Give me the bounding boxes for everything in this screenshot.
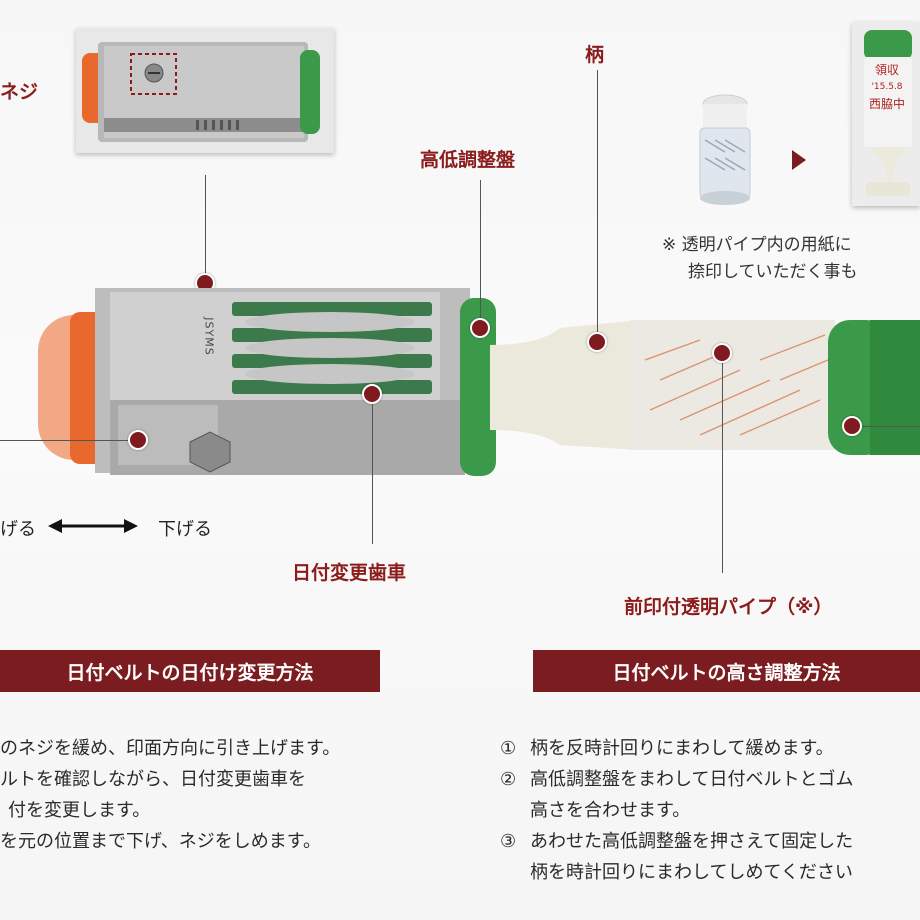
cap-marker xyxy=(842,416,862,436)
step-text: 高低調整盤をまわして日付ベルトとゴム xyxy=(530,769,854,790)
face-leader-line xyxy=(0,440,128,441)
stamp-impression: 領収 '15.5.8 西脇中 xyxy=(864,62,910,113)
height-adjust-title-banner: 日付ベルトの高さ調整方法 xyxy=(533,650,920,692)
date-change-steps: のネジを緩め、印面方向に引き上げます。 ルトを確認しながら、日付変更歯車を 付を… xyxy=(0,733,340,857)
step-text: あわせた高低調整盤を押さえて固定した xyxy=(530,831,854,852)
double-arrow-icon xyxy=(48,516,138,536)
date-change-step-1: のネジを緩め、印面方向に引き上げます。 xyxy=(0,738,341,759)
pipe-note: ※ 透明パイプ内の用紙に 捺印していただく事も xyxy=(662,232,858,286)
date-gear-label: 日付変更歯車 xyxy=(292,562,407,584)
date-change-step-2: ルトを確認しながら、日付変更歯車を xyxy=(0,769,306,790)
height-adjust-step-3: ③ あわせた高低調整盤を押さえて固定した xyxy=(500,826,853,857)
pipe-photo xyxy=(690,90,760,215)
stamp-photo xyxy=(852,22,920,206)
date-change-title-banner: 日付ベルトの日付け変更方法 xyxy=(0,650,380,692)
stamp-product-image: JSYMS xyxy=(0,250,920,500)
brand-logo: JSYMS xyxy=(202,317,216,356)
height-adjust-step-2-cont: 高さを合わせます。 xyxy=(500,795,853,826)
step-number: ③ xyxy=(500,831,517,852)
stamp-text-top: 領収 xyxy=(874,63,899,77)
step-text: 柄を反時計回りにまわして緩めます。 xyxy=(530,738,834,759)
step-number: ① xyxy=(500,738,517,759)
height-adjust-step-1: ① 柄を反時計回りにまわして緩めます。 xyxy=(500,733,853,764)
pipe-note-line-1: ※ 透明パイプ内の用紙に xyxy=(662,235,852,255)
step-text: 柄を時計回りにまわしてしめてください xyxy=(530,862,853,883)
screw-label: ネジ xyxy=(0,81,39,103)
date-change-step-3: 付を変更します。 xyxy=(8,800,151,821)
pipe-marker xyxy=(712,343,732,363)
screw-detail-photo xyxy=(76,28,334,153)
lower-label: 下げる xyxy=(158,519,212,540)
height-adjust-title: 日付ベルトの高さ調整方法 xyxy=(612,661,841,684)
stamp-text-name: 西脇中 xyxy=(868,97,905,111)
date-gear-leader-line xyxy=(372,404,373,544)
step-number: ② xyxy=(500,769,517,790)
height-adjust-step-3-cont: 柄を時計回りにまわしてしめてください xyxy=(500,857,853,888)
date-change-title: 日付ベルトの日付け変更方法 xyxy=(66,661,314,684)
arrow-right-icon xyxy=(792,150,806,170)
step-text: 高さを合わせます。 xyxy=(530,800,691,821)
face-marker xyxy=(128,430,148,450)
screw-leader-line xyxy=(205,175,206,280)
handle-label: 柄 xyxy=(585,44,605,66)
pipe-leader-line xyxy=(722,363,723,573)
handle-marker xyxy=(587,332,607,352)
raise-label: げる xyxy=(0,519,36,540)
height-dial-leader-line xyxy=(480,180,481,318)
stamp-text-date: '15.5.8 xyxy=(871,82,903,92)
date-gear-marker xyxy=(362,384,382,404)
height-adjust-steps: ① 柄を反時計回りにまわして緩めます。 ② 高低調整盤をまわして日付ベルトとゴム 高… xyxy=(500,733,853,888)
handle-leader-line xyxy=(597,70,598,332)
height-dial-marker xyxy=(470,318,490,338)
height-dial-label: 高低調整盤 xyxy=(420,149,516,171)
height-adjust-step-2: ② 高低調整盤をまわして日付ベルトとゴム xyxy=(500,764,853,795)
pipe-label: 前印付透明パイプ（※） xyxy=(624,596,833,618)
cap-leader-line xyxy=(862,426,920,427)
pipe-note-line-2: 捺印していただく事も xyxy=(688,262,858,282)
date-change-step-4: を元の位置まで下げ、ネジをしめます。 xyxy=(0,831,321,852)
